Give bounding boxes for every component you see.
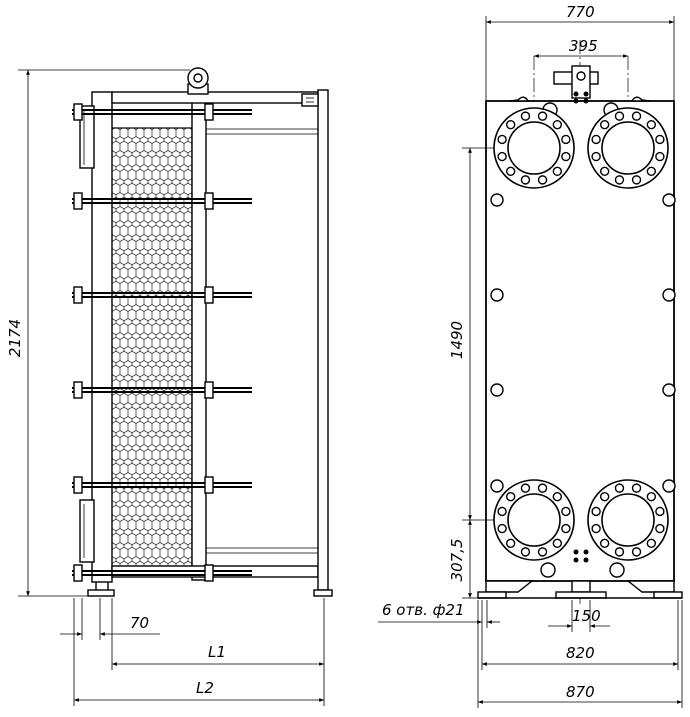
- edge-bolts: [490, 193, 676, 578]
- flange-bolt: [646, 538, 657, 549]
- dim-feet-spacing: 820: [566, 644, 595, 662]
- flange-bolt: [599, 166, 610, 177]
- flange-bolt: [591, 151, 601, 162]
- flange-bolt: [599, 491, 610, 502]
- flange-bolt: [599, 538, 610, 549]
- flange-bolt: [561, 134, 571, 145]
- tightening-bolts: [72, 103, 252, 582]
- dim-length-l1: L1: [208, 643, 226, 661]
- pressure-plate: [191, 95, 207, 581]
- front-base: [477, 580, 683, 599]
- frame-foot: [87, 589, 115, 597]
- flange-bolt: [655, 151, 665, 162]
- front-view: 770 395 1490 307,5 6 отв. ф21 15: [378, 3, 683, 708]
- flange-bolt: [497, 523, 507, 534]
- plate-pack: [109, 127, 193, 569]
- flange-bolt: [537, 547, 548, 557]
- flange-bolt: [505, 166, 516, 177]
- flange-bolt: [561, 506, 571, 517]
- column-foot: [313, 589, 333, 597]
- tightening-bolt: [72, 286, 252, 304]
- flange-bolt: [537, 175, 548, 185]
- front-dimensions: 770 395 1490 307,5 6 отв. ф21 15: [378, 3, 683, 708]
- flange-bolt: [497, 506, 507, 517]
- flange-bolt: [561, 151, 571, 162]
- flange-bolt: [631, 175, 642, 185]
- flange-bolt: [614, 111, 625, 121]
- flange-bolt: [520, 547, 531, 557]
- dim-total-height: 2174: [6, 319, 24, 357]
- tightening-bolt: [72, 192, 252, 210]
- dim-length-l2: L2: [196, 679, 214, 697]
- flange-bolt: [655, 506, 665, 517]
- flange-bolt: [631, 483, 642, 493]
- flange-bolt: [591, 506, 601, 517]
- flange-top-right: [587, 107, 669, 189]
- tightening-bolt: [72, 381, 252, 399]
- flange-bottom-right: [587, 479, 669, 561]
- bottom-nozzle-stub: [79, 499, 95, 563]
- dim-port-spacing-vertical: 1490: [448, 321, 466, 359]
- dim-foot-center-width: 150: [572, 607, 601, 625]
- lifting-eye: [187, 67, 209, 95]
- flange-bolt: [552, 491, 563, 502]
- flange-bolt: [537, 483, 548, 493]
- flange-bolt: [591, 134, 601, 145]
- tightening-bolt: [72, 564, 252, 582]
- flange-bolt: [552, 538, 563, 549]
- flange-bolt: [655, 134, 665, 145]
- flange-bolt: [614, 483, 625, 493]
- flange-bolt: [505, 119, 516, 130]
- tightening-bolt: [72, 476, 252, 494]
- flange-bolt: [552, 166, 563, 177]
- flange-bolt: [646, 119, 657, 130]
- flange-bolt: [646, 491, 657, 502]
- top-nozzle-stub: [79, 105, 95, 169]
- side-view: 2174 70 L1 L2: [6, 67, 333, 706]
- dim-top-width: 770: [566, 3, 595, 21]
- flange-bolt: [497, 151, 507, 162]
- dim-bottom-port-height: 307,5: [448, 539, 466, 582]
- flange-bolt: [552, 119, 563, 130]
- flange-bolt: [655, 523, 665, 534]
- flange-bolt: [561, 523, 571, 534]
- flange-bolt: [614, 175, 625, 185]
- flange-bolt: [520, 111, 531, 121]
- flange-bolt: [646, 166, 657, 177]
- flange-bolt: [591, 523, 601, 534]
- flange-bolt: [631, 111, 642, 121]
- dim-foot-offset: 70: [130, 614, 149, 632]
- fixed-frame-plate: [91, 91, 113, 583]
- flange-bolt: [599, 119, 610, 130]
- flange-top-left: [493, 107, 575, 189]
- side-dimensions: 2174 70 L1 L2: [6, 69, 325, 706]
- flange-bottom-left: [493, 479, 575, 561]
- top-carrying-bar: [111, 91, 319, 104]
- flange-bolt: [520, 483, 531, 493]
- tightening-bolt: [72, 103, 252, 121]
- flange-bolt: [505, 491, 516, 502]
- flange-bolt: [505, 538, 516, 549]
- flange-bolt: [497, 134, 507, 145]
- dim-port-spacing-horizontal: 395: [569, 37, 598, 55]
- flange-bolt: [631, 547, 642, 557]
- flange-bolt: [520, 175, 531, 185]
- support-column: [317, 89, 329, 591]
- dim-base-width: 870: [566, 683, 595, 701]
- dim-holes-note: 6 отв. ф21: [382, 601, 465, 619]
- flange-bolt: [614, 547, 625, 557]
- flange-bolt: [537, 111, 548, 121]
